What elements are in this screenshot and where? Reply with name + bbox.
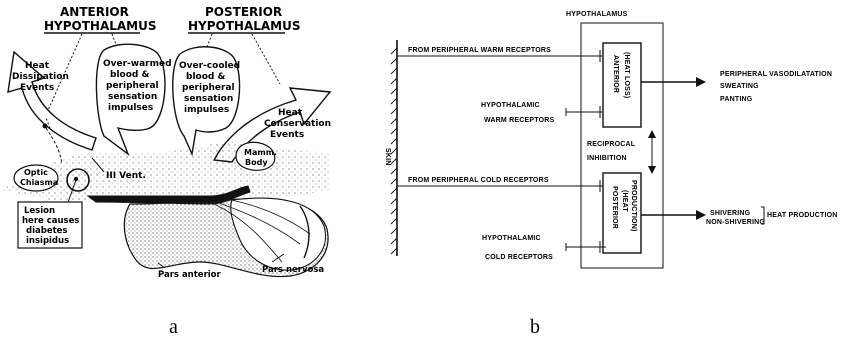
heat-production-arrowhead [696, 210, 706, 220]
dash-post-left [205, 33, 213, 51]
dot-marker [42, 123, 48, 129]
over-warmed-label: Over-warmed blood & peripheral sensation… [103, 59, 175, 113]
optic-chiasma-label: Optic Chiasma [20, 168, 58, 187]
panel-a: ANTERIOR HYPOTHALAMUS POSTERIOR HYPOTHAL… [2, 5, 334, 337]
skin-hatching [390, 47, 398, 255]
dash-post-right [251, 33, 281, 85]
cold-synapse-2 [565, 241, 606, 253]
panel-b: HYPOTHALAMUS SKIN FROM PERIPHERAL WARM R… [384, 11, 838, 337]
skin-label: SKIN [384, 148, 391, 166]
pars-anterior-label: Pars anterior [158, 270, 222, 280]
dash-ant-left [45, 33, 83, 116]
pars-nervosa-shape [230, 197, 326, 271]
over-cooled-balloon [172, 46, 241, 157]
fibre-1 [209, 199, 301, 245]
lesion-label: Lesion here causes diabetes insipidus [22, 206, 82, 246]
pars-nervosa-label: Pars nervosa [262, 265, 324, 275]
heat-loss-arrowhead [696, 77, 706, 87]
hypothalamus-title: HYPOTHALAMUS [566, 11, 628, 18]
caption-b: b [530, 316, 540, 337]
fibre-3 [213, 203, 283, 263]
lesion-box [17, 201, 83, 249]
pars-nervosa-pointer [271, 253, 285, 263]
anterior-box-label-2: (HEAT LOSS) [623, 52, 630, 98]
posterior-title-1: POSTERIOR [205, 5, 282, 19]
posterior-box-label-2: (HEAT [621, 190, 628, 212]
anterior-box [602, 42, 642, 128]
over-cooled-label: Over-cooled blood & peripheral sensation… [179, 61, 243, 115]
anterior-box-label-1: ANTERIOR [612, 55, 619, 93]
optic-chiasma-shape [13, 164, 59, 192]
heat-loss-outputs: PERIPHERAL VASODILATATION SWEATING PANTI… [720, 71, 834, 103]
fibre-4 [299, 205, 310, 259]
fibre-2 [205, 195, 311, 235]
hypothalamus-box [580, 22, 664, 269]
warm-peripheral-label: FROM PERIPHERAL WARM RECEPTORS [408, 47, 551, 54]
hyp-warm-label: HYPOTHALAMIC WARM RECEPTORS [481, 102, 554, 124]
heat-dissipation-arrow [7, 50, 97, 151]
reciprocal-arrowhead-down [648, 166, 656, 174]
dash-ant-right [111, 33, 119, 51]
pars-anterior-pointer [157, 262, 166, 269]
posterior-box [602, 172, 642, 254]
posterior-box-label-3: PRODUCTION) [630, 180, 637, 232]
heat-conservation-label: Heat Conservation Events [264, 108, 334, 140]
caption-a: a [169, 316, 178, 337]
dot-path [45, 127, 63, 165]
lesion-dot [73, 176, 79, 182]
dot-lead [45, 117, 51, 129]
posterior-title-2: HYPOTHALAMUS [188, 19, 301, 33]
cold-peripheral-label: FROM PERIPHERAL COLD RECEPTORS [408, 177, 549, 184]
heat-production-outputs: SHIVERING NON-SHIVERING [706, 210, 765, 226]
anterior-title-1: ANTERIOR [60, 5, 129, 19]
posterior-box-label-1: POSTERIOR [611, 186, 618, 229]
production-bracket [761, 206, 765, 225]
lesion-circle [66, 168, 90, 192]
reciprocal-arrowhead-up [648, 130, 656, 138]
mamm-body-label: Mamm. Body [244, 148, 280, 167]
hyp-cold-label: HYPOTHALAMIC COLD RECEPTORS [482, 235, 553, 261]
over-warmed-balloon [95, 43, 166, 157]
heat-dissipation-label: Heat Dissipation Events [12, 61, 72, 93]
anterior-title-2: HYPOTHALAMUS [44, 19, 157, 33]
mamm-body-shape [235, 141, 276, 171]
iii-vent-pointer [91, 157, 105, 173]
iii-vent-label: III Vent. [106, 171, 146, 181]
reciprocal-label: RECIPROCAL INHIBITION [587, 141, 637, 162]
heat-production-label: HEAT PRODUCTION [767, 212, 838, 219]
